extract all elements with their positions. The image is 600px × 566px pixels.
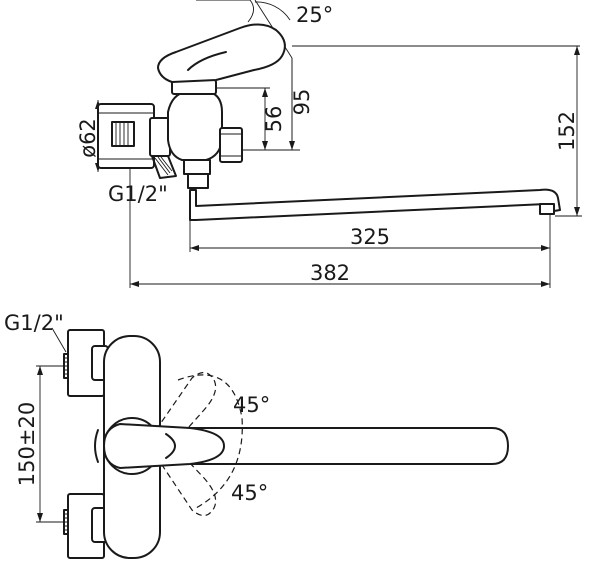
dim-95-label: 95 — [290, 89, 314, 116]
upper-connector — [63, 329, 109, 397]
thread-label-side: G1/2" — [108, 182, 168, 206]
dim-382-label: 382 — [310, 261, 350, 285]
thread-label-front: G1/2" — [4, 311, 64, 335]
rotation-arc — [177, 374, 243, 509]
handle-down-dashed — [155, 443, 217, 517]
angle-up-label: 45° — [233, 393, 270, 417]
dim-diameter-label: ø62 — [76, 118, 100, 158]
spacing-label: 150±20 — [15, 402, 39, 486]
handle-up-dashed — [155, 371, 217, 447]
dim-325-label: 325 — [350, 225, 390, 249]
angle-down-label: 45° — [231, 481, 268, 505]
dim-56-label: 56 — [262, 106, 286, 133]
angle-25-label: 25° — [296, 3, 333, 27]
front-view: G1/2" 150±20 45° 45° — [4, 311, 509, 559]
front-handle — [103, 423, 225, 469]
lower-connector — [63, 493, 109, 559]
faucet-side-body — [97, 0, 561, 221]
front-spout — [149, 427, 509, 465]
side-view: 25° 95 56 152 ø62 G1/2" 325 382 — [76, 0, 582, 288]
dim-152-label: 152 — [555, 111, 579, 151]
